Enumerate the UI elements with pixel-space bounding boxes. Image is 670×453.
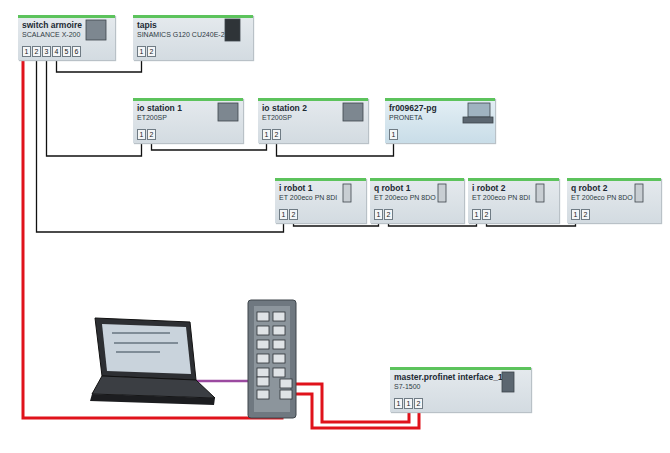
- device-name: fr009627-pg: [385, 101, 495, 113]
- port-number: 1: [282, 211, 286, 218]
- port-number: 1: [407, 400, 411, 407]
- port-number: 6: [75, 48, 79, 55]
- port-number: 1: [392, 131, 396, 138]
- device-box: q robot 1ET 200eco PN 8DO 12: [370, 178, 464, 223]
- port-number: 1: [574, 211, 578, 218]
- port-number: 1: [140, 48, 144, 55]
- device-type: ET 200eco PN 8DO: [370, 193, 464, 201]
- ethernet-cable: [37, 57, 284, 232]
- port-number: 3: [45, 48, 49, 55]
- port-box: 1: [137, 129, 146, 140]
- port-number: 2: [485, 211, 489, 218]
- port-number: 5: [65, 48, 69, 55]
- port-number: 1: [397, 400, 401, 407]
- port-number: 2: [275, 131, 279, 138]
- device-box: io station 2ET200SP 12: [258, 98, 368, 143]
- port-number: 2: [584, 211, 588, 218]
- device-name: tapis: [133, 18, 253, 30]
- device-box: i robot 2ET 200eco PN 8DI 12: [468, 178, 559, 223]
- port-number: 1: [265, 131, 269, 138]
- device-type: ET 200eco PN 8DI: [275, 193, 366, 201]
- port-box: 1: [571, 209, 580, 220]
- device-box: switch armoireSCALANCE X-200 123456: [18, 15, 115, 60]
- port-number: 2: [387, 211, 391, 218]
- device-type: SCALANCE X-200: [18, 30, 115, 38]
- device-box: i robot 1ET 200eco PN 8DI 12: [275, 178, 366, 223]
- port-number: 1: [25, 48, 29, 55]
- device-type: PRONETA: [385, 113, 495, 121]
- port-box: 1: [137, 46, 146, 57]
- device-name: switch armoire: [18, 18, 115, 30]
- device-box: fr009627-pgPRONETA 1: [385, 98, 495, 143]
- device-name: io station 2: [258, 101, 368, 113]
- port-box: 2: [289, 209, 298, 220]
- laptop-illustration: [90, 318, 215, 405]
- port-box: 1: [22, 46, 31, 57]
- port-number: 2: [150, 131, 154, 138]
- device-type: ET200SP: [258, 113, 368, 121]
- device-box: master.profinet interface_1S7-1500112: [390, 367, 531, 412]
- port-box: 2: [147, 46, 156, 57]
- port-box: 5: [62, 46, 71, 57]
- port-number: 1: [475, 211, 479, 218]
- port-box: 1: [279, 209, 288, 220]
- device-box: io station 1ET200SP 12: [133, 98, 243, 143]
- red-cables: [23, 58, 419, 428]
- port-number: 4: [55, 48, 59, 55]
- device-name: q robot 2: [567, 181, 661, 193]
- port-box: 4: [52, 46, 61, 57]
- port-box: 1: [262, 129, 271, 140]
- device-name: io station 1: [133, 101, 243, 113]
- device-name: master.profinet interface_1: [390, 370, 531, 382]
- port-box: 2: [147, 129, 156, 140]
- device-name: i robot 2: [468, 181, 559, 193]
- port-number: 1: [140, 131, 144, 138]
- port-box: 1: [404, 398, 413, 409]
- port-number: 2: [150, 48, 154, 55]
- port-number: 2: [417, 400, 421, 407]
- port-box: 3: [42, 46, 51, 57]
- device-type: ET 200eco PN 8DI: [468, 193, 559, 201]
- port-box: 2: [414, 398, 423, 409]
- port-box: 6: [72, 46, 81, 57]
- port-box: 2: [32, 46, 41, 57]
- port-box: 1: [374, 209, 383, 220]
- port-number: 1: [377, 211, 381, 218]
- port-box: 2: [384, 209, 393, 220]
- ethernet-cable: [47, 57, 142, 156]
- device-type: SINAMICS G120 CU240E-2: [133, 30, 253, 38]
- device-box: q robot 2ET 200eco PN 8DO 12: [567, 178, 661, 223]
- port-box: 1: [472, 209, 481, 220]
- red-cable: [23, 58, 282, 418]
- port-box: 1: [394, 398, 403, 409]
- switch-illustration: [248, 300, 296, 418]
- port-box: 1: [389, 129, 398, 140]
- device-box: tapisSINAMICS G120 CU240E-2 12: [133, 15, 253, 60]
- port-box: 2: [272, 129, 281, 140]
- port-number: 2: [292, 211, 296, 218]
- device-type: S7-1500: [390, 382, 531, 390]
- device-name: q robot 1: [370, 181, 464, 193]
- device-type: ET200SP: [133, 113, 243, 121]
- port-box: 2: [581, 209, 590, 220]
- device-name: i robot 1: [275, 181, 366, 193]
- port-box: 2: [482, 209, 491, 220]
- device-type: ET 200eco PN 8DO: [567, 193, 661, 201]
- port-number: 2: [35, 48, 39, 55]
